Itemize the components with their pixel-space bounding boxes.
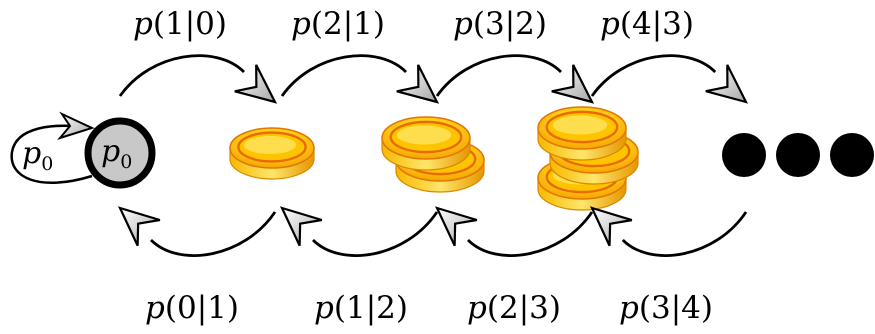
forward-transitions: p(1|0) p(2|1) p(3|2) p(4|3): [118, 6, 749, 104]
state-0-node: p0: [84, 117, 156, 189]
backward-transition-3: p(2|3): [434, 206, 594, 326]
backward-arc-4: [621, 211, 748, 257]
forward-label-4: p(4|3): [600, 6, 694, 42]
self-loop-arrowhead: [57, 111, 95, 140]
ellipsis: [722, 133, 874, 177]
coin-stacks: [229, 106, 639, 211]
backward-arrowhead-3: [434, 206, 478, 247]
coin: [537, 106, 627, 161]
backward-arrowhead-2: [279, 206, 323, 247]
self-loop-arc: [10, 124, 93, 185]
coin-stack-3: [537, 106, 639, 211]
forward-transition-4: p(4|3): [590, 6, 749, 104]
backward-arc-2: [312, 211, 439, 257]
backward-transitions: p(0|1) p(1|2) p(2|3) p(3|4): [117, 206, 748, 326]
ellipsis-dot: [830, 133, 874, 177]
ellipsis-dot: [776, 133, 820, 177]
forward-arc-3: [435, 54, 562, 97]
backward-transition-4: p(3|4): [589, 206, 748, 326]
forward-transition-1: p(1|0): [118, 6, 278, 104]
backward-label-1: p(0|1): [145, 290, 239, 326]
coin-stack-1: [229, 127, 315, 180]
coin: [381, 116, 471, 171]
ellipsis-dot: [722, 133, 766, 177]
self-loop: p0: [10, 111, 95, 185]
forward-arrowhead-2: [396, 64, 440, 104]
forward-label-2: p(2|1): [291, 6, 385, 42]
backward-label-2: p(1|2): [314, 290, 408, 326]
forward-arc-2: [280, 54, 407, 97]
self-loop-label: p0: [22, 136, 53, 175]
backward-arc-1: [150, 211, 277, 257]
forward-label-1: p(1|0): [133, 6, 227, 42]
backward-arc-3: [467, 211, 594, 257]
forward-transition-2: p(2|1): [280, 6, 440, 104]
forward-arrowhead-1: [234, 64, 278, 104]
forward-arc-4: [590, 54, 717, 97]
forward-arc-1: [118, 54, 245, 97]
backward-transition-2: p(1|2): [279, 206, 439, 326]
backward-arrowhead-1: [117, 206, 161, 247]
backward-arrowhead-4: [589, 206, 633, 247]
state-0-label: p0: [101, 134, 132, 173]
forward-transition-3: p(3|2): [435, 6, 595, 104]
backward-label-3: p(2|3): [467, 290, 561, 326]
forward-arrowhead-4: [705, 64, 749, 104]
backward-label-4: p(3|4): [619, 290, 713, 326]
forward-label-3: p(3|2): [453, 6, 547, 42]
forward-arrowhead-3: [551, 64, 595, 104]
backward-transition-1: p(0|1): [117, 206, 277, 326]
coin: [229, 127, 315, 180]
coin-stack-2: [381, 116, 485, 193]
